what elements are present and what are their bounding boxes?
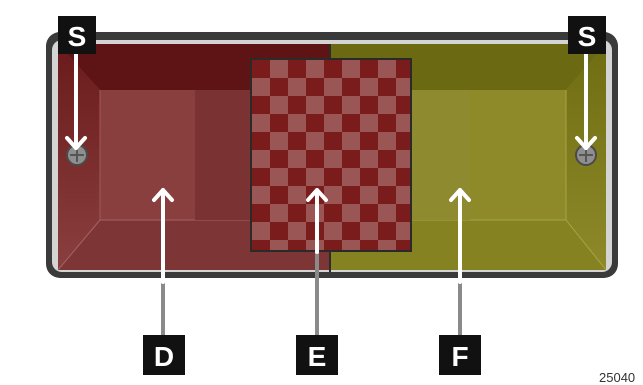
label-tag-f: F xyxy=(439,335,481,375)
label-tag-e: E xyxy=(296,335,338,375)
label-tag-s-left: S xyxy=(58,16,96,54)
label-d: D xyxy=(154,341,174,372)
arrow-down-icon xyxy=(575,48,597,150)
center-lens xyxy=(250,58,412,252)
reference-number: 25040 xyxy=(599,370,636,385)
arrow-up-icon xyxy=(306,188,328,338)
label-f: F xyxy=(451,341,468,372)
arrow-up-icon xyxy=(152,188,174,338)
arrow-down-icon xyxy=(65,48,87,150)
label-s-right: S xyxy=(578,21,597,52)
arrow-up-icon xyxy=(449,188,471,338)
label-e: E xyxy=(308,341,327,372)
screw-icon xyxy=(66,144,88,166)
label-s-left: S xyxy=(68,21,87,52)
label-tag-d: D xyxy=(143,335,185,375)
label-tag-s-right: S xyxy=(568,16,606,54)
